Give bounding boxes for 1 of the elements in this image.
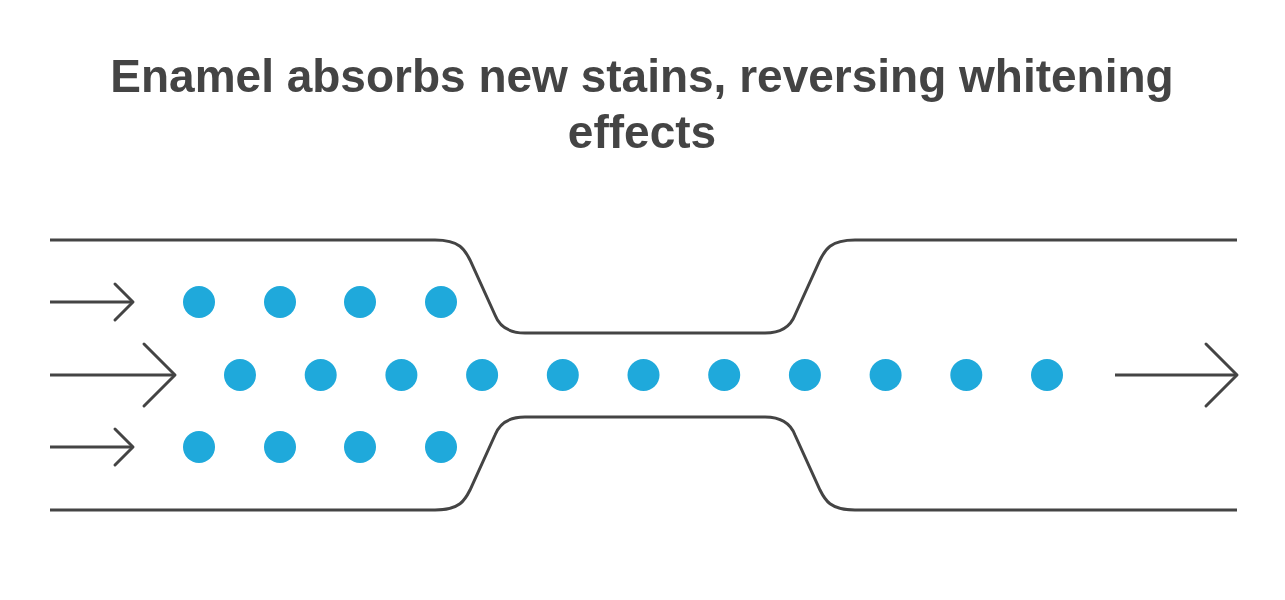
diagram-title: Enamel absorbs new stains, reversing whitening effects <box>109 49 1175 160</box>
